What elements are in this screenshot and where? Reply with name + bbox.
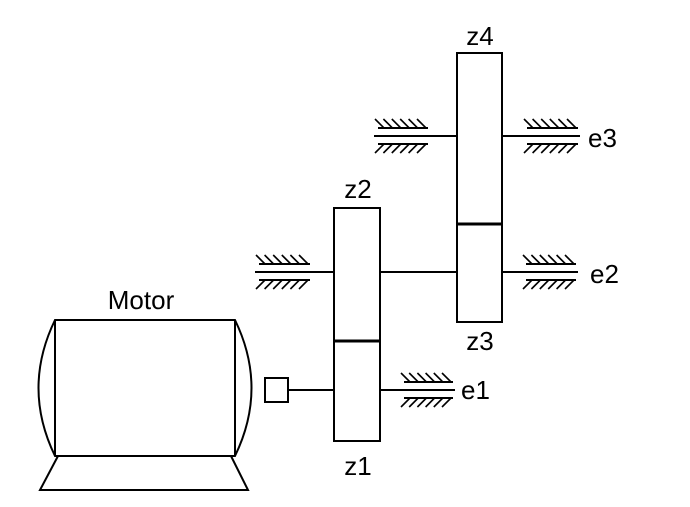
motor-label: Motor (108, 285, 175, 315)
gear-z1 (333, 340, 381, 442)
label-z3: z3 (466, 326, 493, 356)
gear-z2 (333, 207, 381, 342)
label-z2: z2 (344, 174, 371, 204)
bearing-shaft-3-right (523, 118, 580, 154)
bearing-shaft-1-right (400, 372, 455, 408)
bearing-shaft-3-left (374, 118, 430, 154)
label-z1: z1 (344, 451, 371, 481)
gear-pair-z1-z2 (333, 207, 381, 442)
gear-z3 (456, 223, 503, 323)
motor: Motor (37, 285, 289, 491)
gear-z4 (456, 52, 503, 225)
label-e1: e1 (461, 375, 490, 405)
bearing-shaft-2-right (522, 254, 578, 290)
motor-shaft-coupling (264, 377, 289, 403)
bearings (255, 118, 580, 408)
label-z4: z4 (466, 21, 493, 51)
bearing-shaft-2-left (255, 254, 312, 290)
motor-body (37, 319, 253, 457)
label-e2: e2 (590, 259, 619, 289)
motor-base (38, 455, 250, 491)
label-e3: e3 (588, 123, 617, 153)
gear-pair-z3-z4 (456, 52, 503, 323)
